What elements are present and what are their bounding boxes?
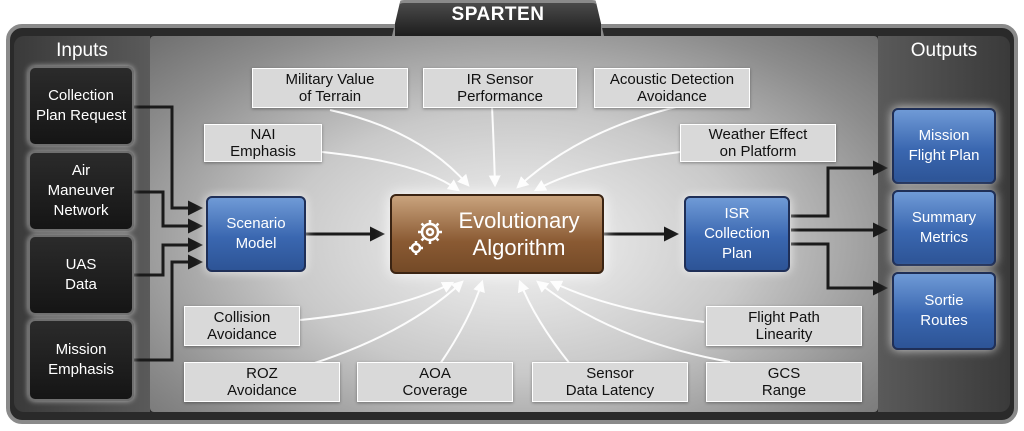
diagram-title: SPARTEN: [451, 4, 545, 25]
factor-label: Sensor Data Latency: [565, 365, 655, 399]
isr-collection-plan-box: ISR Collection Plan: [684, 196, 790, 272]
factor-label: Military Value of Terrain: [285, 71, 375, 105]
input-label: Mission Emphasis: [48, 341, 114, 378]
factor-ir-sensor: IR Sensor Performance: [423, 68, 577, 108]
output-label: Sortie Routes: [920, 292, 968, 329]
arrow-gcs: [536, 280, 731, 363]
arrow-isr-out-1: [791, 160, 888, 218]
scenario-model-label: Scenario Model: [226, 215, 286, 252]
gears-icon: [409, 220, 442, 255]
factor-label: IR Sensor Performance: [457, 71, 543, 105]
output-mission-flight-plan: Mission Flight Plan: [892, 108, 996, 184]
arrow-flight-path: [549, 280, 705, 323]
evolutionary-algorithm-label: Evolutionary Algorithm: [458, 208, 580, 260]
factor-latency: Sensor Data Latency: [532, 362, 688, 402]
arrow-input-2: [133, 190, 203, 234]
output-summary-metrics: Summary Metrics: [892, 190, 996, 266]
input-mission-emphasis: Mission Emphasis: [28, 319, 134, 401]
factor-label: GCS Range: [761, 365, 807, 399]
factor-flight-path: Flight Path Linearity: [706, 306, 862, 346]
factor-label: Weather Effect on Platform: [708, 126, 808, 160]
outputs-heading: Outputs: [910, 40, 978, 61]
output-label: Mission Flight Plan: [908, 127, 980, 164]
input-label: Collection Plan Request: [35, 87, 127, 124]
input-label: UAS Data: [65, 256, 97, 293]
arrow-ir-sensor: [488, 105, 501, 188]
arrow-military-value: [329, 109, 470, 187]
arrow-aoa: [439, 279, 485, 365]
factor-roz: ROZ Avoidance: [184, 362, 340, 402]
arrow-input-1: [133, 105, 203, 216]
factor-label: ROZ Avoidance: [227, 365, 297, 399]
scenario-model-box: Scenario Model: [206, 196, 306, 272]
factor-label: NAI Emphasis: [230, 126, 296, 160]
isr-collection-plan-label: ISR Collection Plan: [704, 205, 770, 262]
arrow-weather: [533, 151, 681, 192]
input-uas-data: UAS Data: [28, 235, 134, 315]
factor-weather: Weather Effect on Platform: [680, 124, 836, 162]
arrow-nai: [321, 151, 460, 192]
input-label: Air Maneuver Network: [47, 162, 115, 219]
output-label: Summary Metrics: [911, 209, 977, 246]
factor-aoa: AOA Coverage: [357, 362, 513, 402]
arrow-input-3: [133, 237, 203, 277]
arrow-latency: [517, 279, 571, 365]
arrow-isr-out-3: [791, 242, 888, 296]
inputs-heading: Inputs: [56, 40, 108, 61]
input-collection-plan-request: Collection Plan Request: [28, 66, 134, 146]
output-sortie-routes: Sortie Routes: [892, 272, 996, 350]
factor-military-value: Military Value of Terrain: [252, 68, 408, 108]
factor-collision: Collision Avoidance: [184, 306, 300, 346]
title-tab: [392, 0, 604, 36]
arrow-roz: [284, 280, 464, 373]
arrow-collision: [299, 281, 455, 321]
arrow-input-4: [133, 254, 203, 362]
input-air-maneuver-network: Air Maneuver Network: [28, 151, 134, 231]
evolutionary-algorithm-box: Evolutionary Algorithm: [390, 194, 604, 274]
factor-label: AOA Coverage: [402, 365, 468, 399]
factor-label: Flight Path Linearity: [748, 309, 820, 343]
factor-acoustic: Acoustic Detection Avoidance: [594, 68, 750, 108]
factor-gcs: GCS Range: [706, 362, 862, 402]
factor-label: Acoustic Detection Avoidance: [609, 71, 735, 105]
factor-nai: NAI Emphasis: [204, 124, 322, 162]
arrow-acoustic: [516, 105, 681, 189]
factor-label: Collision Avoidance: [207, 309, 277, 343]
